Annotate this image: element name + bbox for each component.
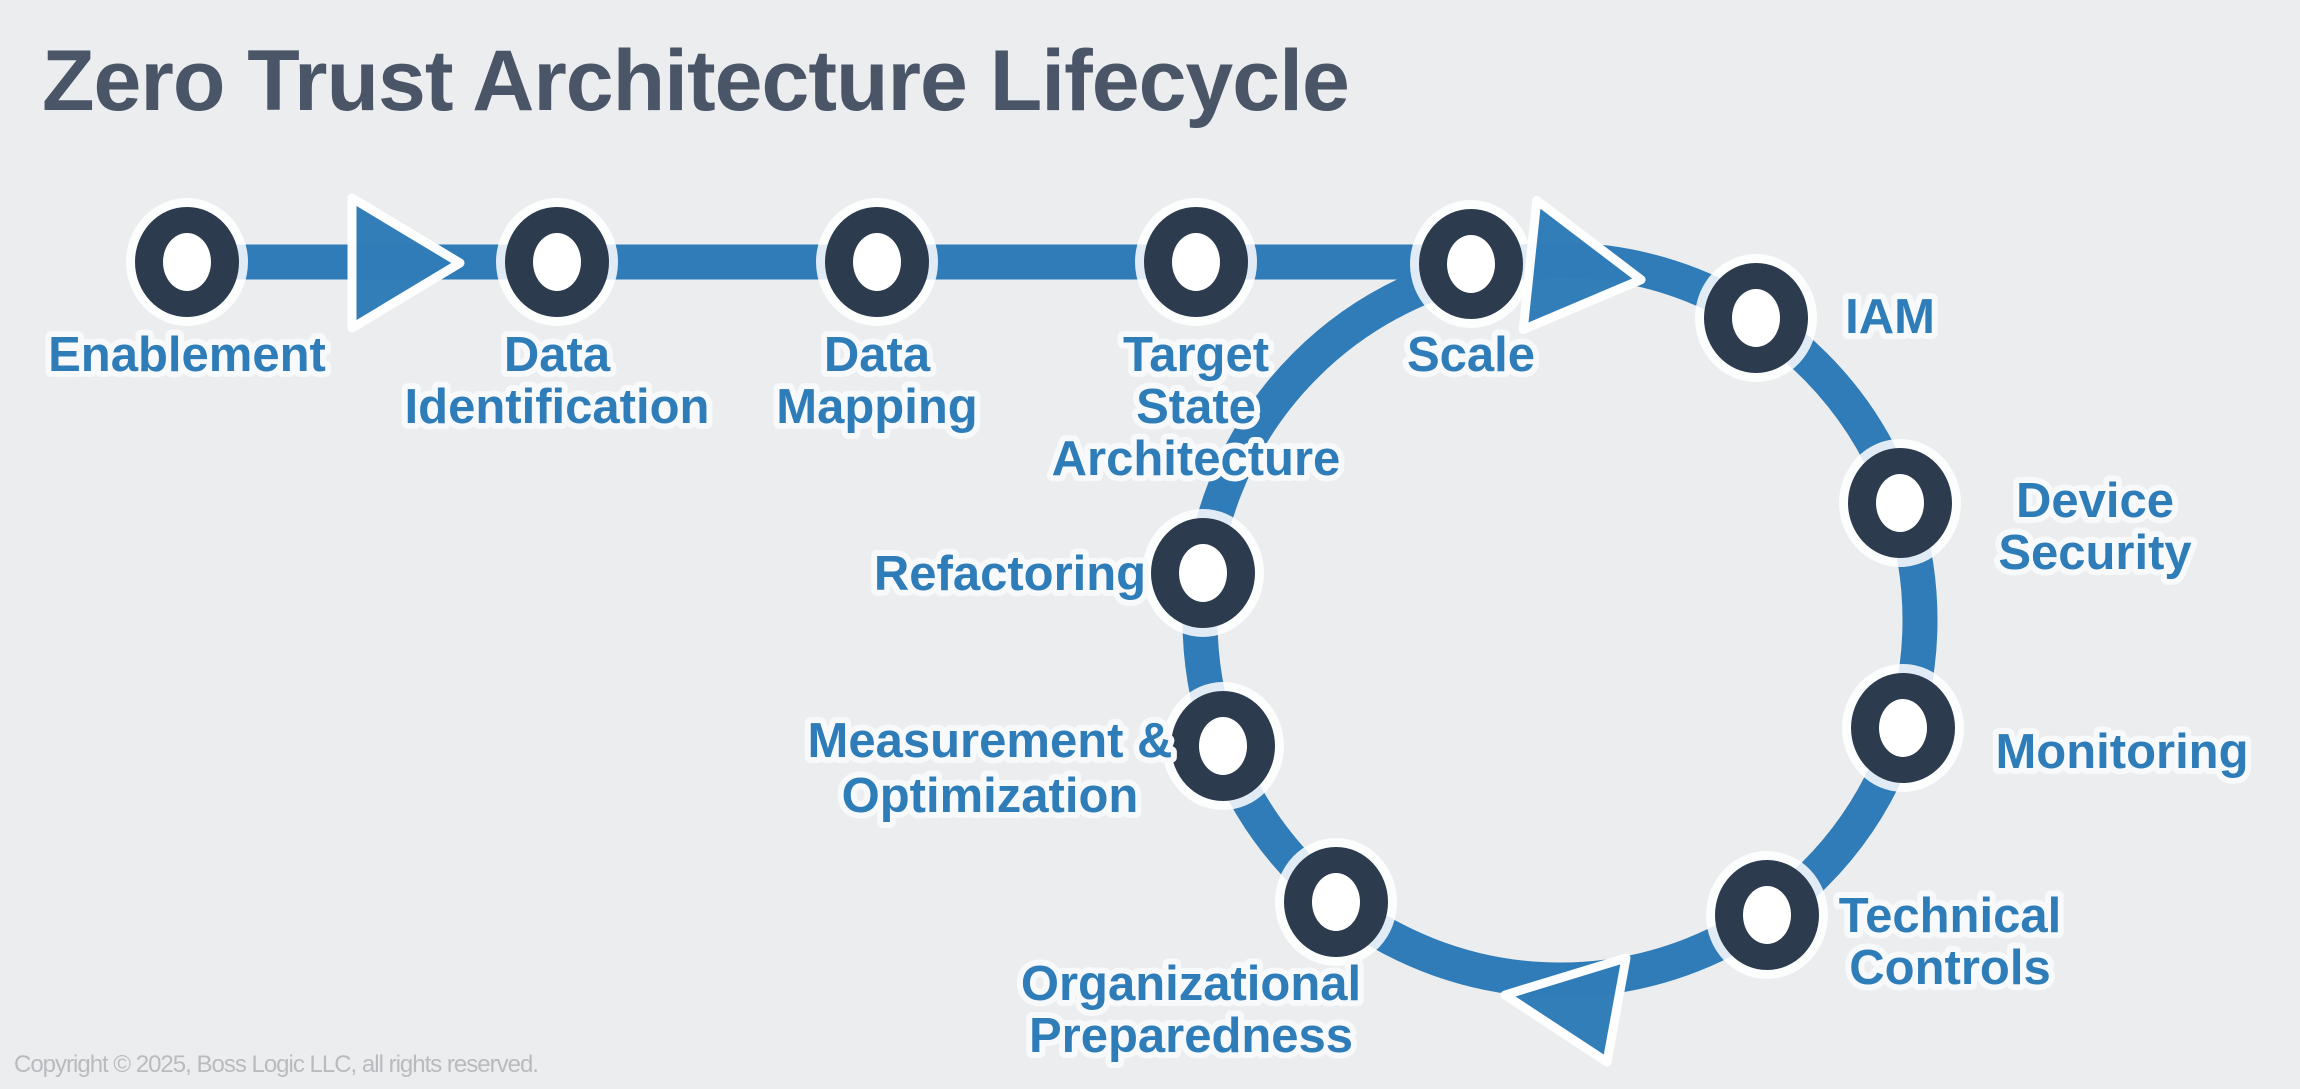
label-data-mapping-line1: Data (824, 328, 931, 382)
label-data-identification-line2: Identification (405, 380, 710, 434)
label-device-security-line1: Device (2016, 474, 2174, 528)
node-target-state-architecture (1135, 198, 1257, 326)
label-measurement-optimization-line1: Measurement & (808, 714, 1173, 768)
label-data-identification-line1: Data (504, 328, 611, 382)
node-scale (1410, 200, 1532, 328)
cycle-bottom-arrowhead-icon (1500, 953, 1631, 1067)
node-data-mapping (816, 198, 938, 326)
node-enablement (126, 198, 248, 326)
node-refactoring (1142, 509, 1264, 637)
node-organizational-preparedness (1275, 838, 1397, 966)
label-org-preparedness-line1: Organizational (1021, 957, 1361, 1011)
label-device-security-line2: Security (1998, 526, 2191, 580)
label-target-state-line1: Target (1123, 328, 1269, 382)
timeline-arrowhead-icon (347, 193, 465, 333)
copyright-text: Copyright © 2025, Boss Logic LLC, all ri… (14, 1051, 538, 1078)
node-data-identification (496, 198, 618, 326)
label-target-state-line2: State (1136, 380, 1256, 434)
label-measurement-optimization-line2: Optimization (842, 769, 1139, 823)
label-monitoring: Monitoring (1995, 725, 2248, 779)
label-org-preparedness-line2: Preparedness (1029, 1009, 1353, 1063)
label-data-mapping-line2: Mapping (776, 380, 977, 434)
label-technical-controls-line1: Technical (1839, 889, 2061, 943)
label-iam: IAM (1845, 290, 1935, 344)
node-measurement-optimization (1162, 682, 1284, 810)
label-enablement: Enablement (48, 328, 326, 382)
label-refactoring: Refactoring (874, 547, 1146, 601)
label-scale: Scale (1407, 328, 1535, 382)
node-device-security (1839, 439, 1961, 567)
node-iam (1695, 254, 1817, 382)
node-technical-controls (1706, 851, 1828, 979)
page-title: Zero Trust Architecture Lifecycle (42, 33, 1349, 129)
node-monitoring (1842, 664, 1964, 792)
label-technical-controls-line2: Controls (1849, 941, 2050, 995)
label-target-state-line3: Architecture (1052, 432, 1341, 486)
